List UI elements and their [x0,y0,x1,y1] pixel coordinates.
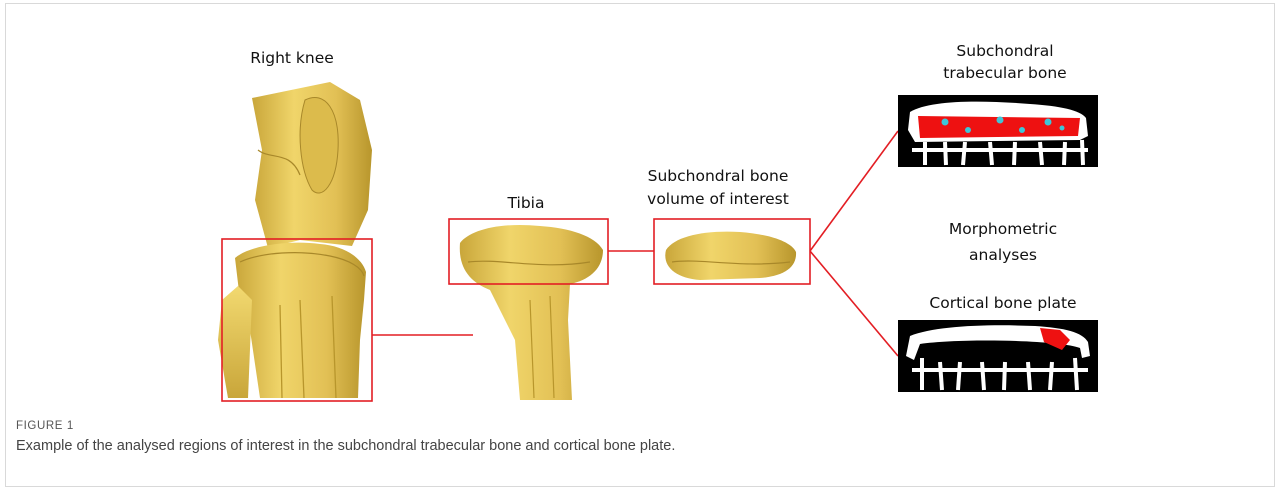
subchondral-voi-image [665,232,796,280]
cortical-slice-image [898,320,1098,392]
tibia-image [460,225,603,400]
right-knee-image [218,82,372,398]
connector-voi-trabecular [810,131,898,251]
connector-voi-cortical [810,251,898,356]
figure-caption: Example of the analysed regions of inter… [16,438,675,454]
figure-label: FIGURE 1 [16,420,74,432]
trabecular-slice-image [898,95,1098,167]
